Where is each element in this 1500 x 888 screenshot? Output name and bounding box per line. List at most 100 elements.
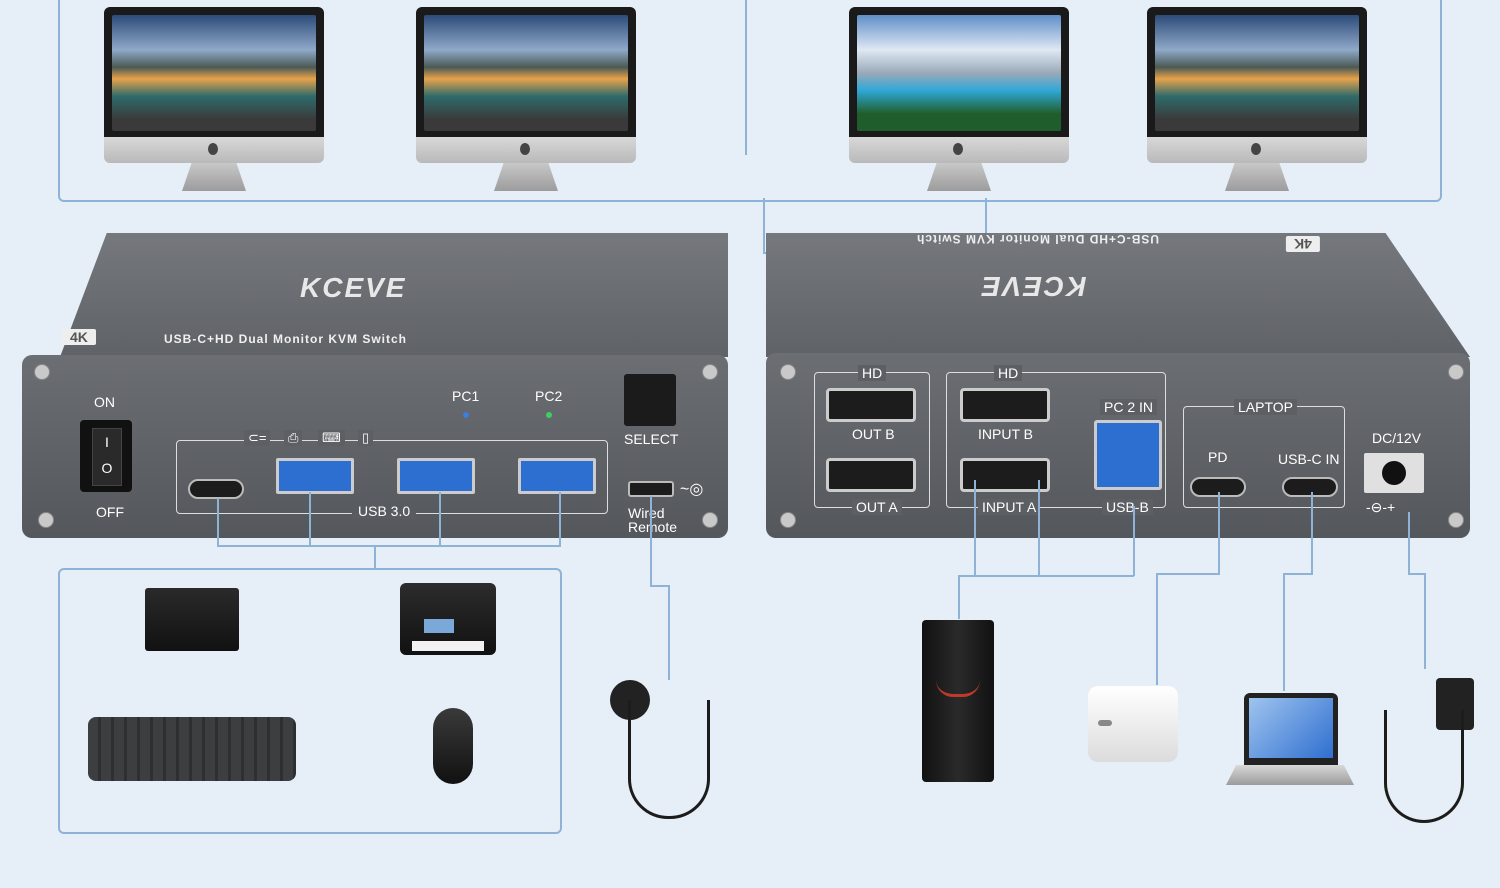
pc1-led bbox=[463, 412, 469, 418]
hd-in-group bbox=[946, 372, 1166, 508]
pd-label: PD bbox=[1208, 449, 1228, 465]
connector-line bbox=[1218, 492, 1220, 574]
apple-logo-icon bbox=[1251, 143, 1261, 155]
pc1-label: PC1 bbox=[452, 388, 480, 404]
monitor-1 bbox=[104, 7, 324, 192]
usb-b-label: USB-B bbox=[1102, 499, 1153, 515]
usb-a-port-2[interactable] bbox=[397, 458, 475, 494]
dc-label: DC/12V bbox=[1372, 430, 1422, 446]
apple-logo-icon bbox=[953, 143, 963, 155]
monitors-frame bbox=[58, 0, 1442, 202]
usb-a-port-3[interactable] bbox=[518, 458, 596, 494]
monitor-divider bbox=[745, 0, 747, 155]
hd-in-label: HD bbox=[994, 365, 1023, 381]
connector-line bbox=[217, 498, 219, 546]
remote-port[interactable] bbox=[628, 481, 674, 497]
power-adapter bbox=[1088, 686, 1178, 762]
screw bbox=[1448, 512, 1464, 528]
pc2-in-label: PC 2 IN bbox=[1100, 399, 1158, 415]
printer bbox=[400, 583, 496, 655]
screw bbox=[702, 364, 718, 380]
screw bbox=[780, 512, 796, 528]
pc2-led bbox=[546, 412, 552, 418]
connector-line bbox=[1038, 480, 1040, 576]
monitor-2 bbox=[416, 7, 636, 192]
mouse bbox=[433, 708, 473, 784]
pc2-label: PC2 bbox=[535, 388, 563, 404]
connector-line bbox=[1283, 573, 1285, 691]
connector-line bbox=[958, 575, 960, 619]
connector-line bbox=[374, 545, 376, 570]
connector-line bbox=[1133, 506, 1135, 576]
mouse-icon: ▯ bbox=[358, 430, 374, 446]
connector-line bbox=[1408, 573, 1426, 575]
hdmi-input-b[interactable] bbox=[960, 388, 1050, 422]
connector-line bbox=[559, 492, 561, 546]
remote-jack-icon: ~◎ bbox=[680, 481, 704, 498]
connector-line bbox=[1156, 573, 1158, 685]
select-button[interactable] bbox=[624, 374, 676, 426]
usb-group-label: USB 3.0 bbox=[352, 503, 417, 519]
screw bbox=[38, 512, 54, 528]
connector-line bbox=[974, 480, 976, 576]
apple-logo-icon bbox=[208, 143, 218, 155]
laptop-label: LAPTOP bbox=[1234, 399, 1297, 415]
badge-4k-front: 4K bbox=[62, 329, 96, 345]
product-name-front: USB-C+HD Dual Monitor KVM Switch bbox=[164, 332, 408, 346]
desktop-pc bbox=[922, 620, 994, 782]
monitor-4 bbox=[1147, 7, 1367, 192]
usb-c-in-port[interactable] bbox=[1282, 477, 1338, 497]
connector-line bbox=[439, 492, 441, 546]
monitor-3 bbox=[849, 7, 1069, 192]
product-name-back: USB-C+HD Dual Monitor KVM Switch bbox=[916, 232, 1160, 246]
apple-logo-icon bbox=[520, 143, 530, 155]
connector-line bbox=[309, 492, 311, 546]
wired-remote-label: Wired Remote bbox=[628, 505, 678, 535]
connector-line bbox=[1283, 573, 1313, 575]
connector-line bbox=[763, 198, 765, 253]
screw bbox=[34, 364, 50, 380]
usb-c-port-front[interactable] bbox=[188, 479, 244, 499]
brand-logo-front: KCEVE bbox=[300, 272, 407, 303]
select-label: SELECT bbox=[624, 431, 679, 447]
connector-line bbox=[1424, 573, 1426, 669]
out-b-label: OUT B bbox=[852, 426, 895, 442]
connector-line bbox=[1408, 512, 1410, 574]
out-a-label: OUT A bbox=[852, 499, 902, 515]
connector-line bbox=[958, 575, 1134, 577]
connector-line bbox=[217, 545, 561, 547]
screw bbox=[780, 364, 796, 380]
connector-line bbox=[650, 585, 670, 587]
hd-out-label: HD bbox=[858, 365, 887, 381]
usb-b-port[interactable] bbox=[1094, 420, 1162, 490]
back-device-top bbox=[766, 233, 1470, 357]
laptop bbox=[1244, 693, 1338, 765]
on-label: ON bbox=[94, 394, 115, 410]
polarity-label: -⊖-+ bbox=[1366, 499, 1396, 515]
dc-power-port[interactable] bbox=[1364, 453, 1424, 493]
brand-logo-back: KCEVE bbox=[980, 271, 1087, 302]
badge-text: 4K bbox=[70, 329, 88, 345]
connector-line bbox=[1156, 573, 1220, 575]
printer-icon: ⎙ bbox=[284, 430, 303, 446]
off-label: OFF bbox=[96, 504, 124, 520]
front-device-top bbox=[60, 233, 728, 357]
peripherals-frame bbox=[58, 568, 562, 834]
keyboard bbox=[88, 717, 296, 781]
connector-line bbox=[985, 198, 987, 254]
input-a-label: INPUT A bbox=[978, 499, 1041, 515]
input-b-label: INPUT B bbox=[978, 426, 1033, 442]
hdmi-out-a[interactable] bbox=[826, 458, 916, 492]
hdmi-out-b[interactable] bbox=[826, 388, 916, 422]
usb-c-icon: ⊂= bbox=[244, 430, 271, 446]
ssd-drive bbox=[145, 588, 239, 651]
screw bbox=[702, 512, 718, 528]
laptop-base bbox=[1226, 765, 1354, 785]
dc-cable bbox=[1384, 710, 1464, 823]
usb-a-port-1[interactable] bbox=[276, 458, 354, 494]
screw bbox=[1448, 364, 1464, 380]
keyboard-icon: ⌨ bbox=[318, 430, 345, 446]
connector-line bbox=[668, 585, 670, 680]
connector-line bbox=[650, 496, 652, 586]
